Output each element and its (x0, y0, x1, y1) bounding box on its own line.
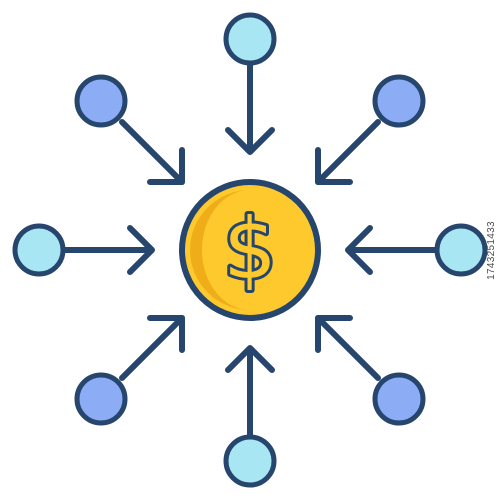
arrowhead-bottom-left (147, 315, 185, 353)
arrowhead-top (225, 127, 275, 155)
arrow-line-bottom-left (119, 315, 185, 381)
arrowhead-left (127, 225, 155, 275)
arrow-line-bottom-right (315, 315, 381, 381)
node-top-left (74, 74, 128, 128)
node-bottom (223, 434, 277, 488)
coin: $ (179, 179, 321, 321)
arrowhead-right (345, 225, 373, 275)
arrowhead-bottom (225, 345, 275, 373)
stock-id-text: 1743251433 (485, 220, 497, 280)
arrowhead-top-right (315, 147, 353, 185)
stock-id-watermark: 1743251433 (484, 0, 498, 500)
node-group (12, 12, 488, 488)
node-bottom-right (372, 372, 426, 426)
coin-base (179, 179, 321, 321)
arrowhead-top-left (147, 147, 185, 185)
coin-shadow (190, 190, 250, 310)
arrowhead-bottom-right (315, 315, 353, 353)
arrow-line-top-left (119, 119, 185, 185)
node-right (434, 223, 488, 277)
node-left (12, 223, 66, 277)
dollar-sign-icon: $ (223, 200, 276, 298)
arrow-line-top-right (315, 119, 381, 185)
node-top (223, 12, 277, 66)
node-bottom-left (74, 372, 128, 426)
arrow-group (61, 61, 439, 439)
node-top-right (372, 74, 426, 128)
